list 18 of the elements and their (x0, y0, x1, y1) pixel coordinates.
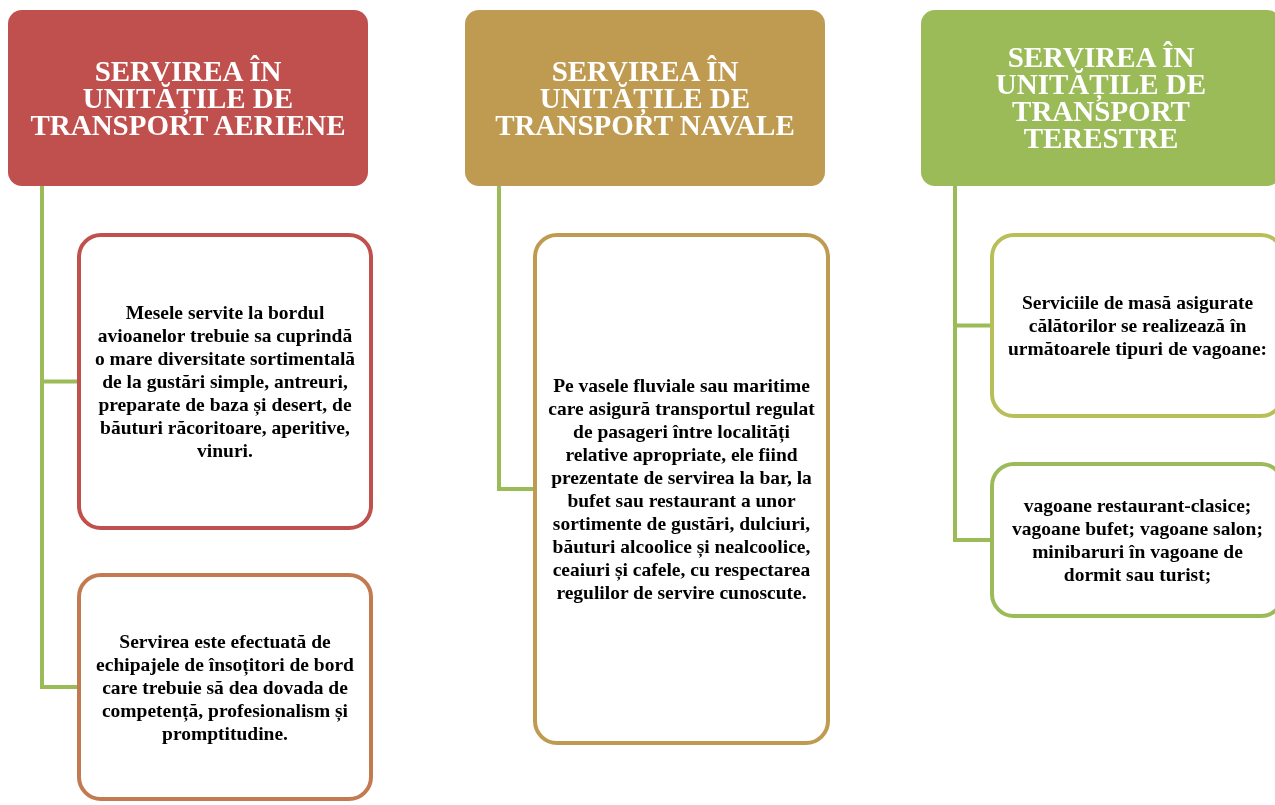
connector-line (497, 186, 533, 491)
description-text: Servirea este efectuată de echipajele de însoțitori de bord care trebuie să dea dovada de competență, profesionalism și promptitudine. (95, 629, 355, 745)
description-box (990, 462, 1275, 618)
connector-line (953, 186, 990, 542)
category-header (8, 10, 368, 186)
category-header (465, 10, 825, 186)
header-text: SERVIREA ÎN UNITĂȚILE DE TRANSPORT AERIENE (29, 57, 347, 139)
header-text: SERVIREA ÎN UNITĂȚILE DE TRANSPORT NAVALE (494, 57, 796, 139)
description-box (77, 233, 373, 530)
description-box (990, 233, 1275, 418)
description-text: Pe vasele fluviale sau maritime care asigură transportul regulat de pasageri între localități relative apropriate, ele fiind prezentate de servirea la bar, la bufet sau restaurant a unor sortimente de gustări, dulciuri, băuturi alcoolice și nealcoolice, ceaiuri și cafele, cu respectarea regulilor de servire cunoscute. (547, 374, 816, 604)
description-text: vagoane restaurant-clasice; vagoane bufet; vagoane salon; minibaruri în vagoane de dormit sau turist; (1011, 494, 1264, 586)
description-box (77, 573, 373, 801)
description-text: Serviciile de masă asigurate călătorilor se realizează în următoarele tipuri de vagoane: (1006, 291, 1269, 360)
description-text: Mesele servite la bordul avioanelor trebuie sa cuprindă o mare diversitate sortimentală de la gustări simple, antreuri, preparate de baza și desert, de băuturi răcoritoare, aperitive, vinuri. (93, 301, 357, 462)
connector-line (40, 186, 77, 689)
description-box (533, 233, 830, 745)
category-header (921, 10, 1275, 186)
